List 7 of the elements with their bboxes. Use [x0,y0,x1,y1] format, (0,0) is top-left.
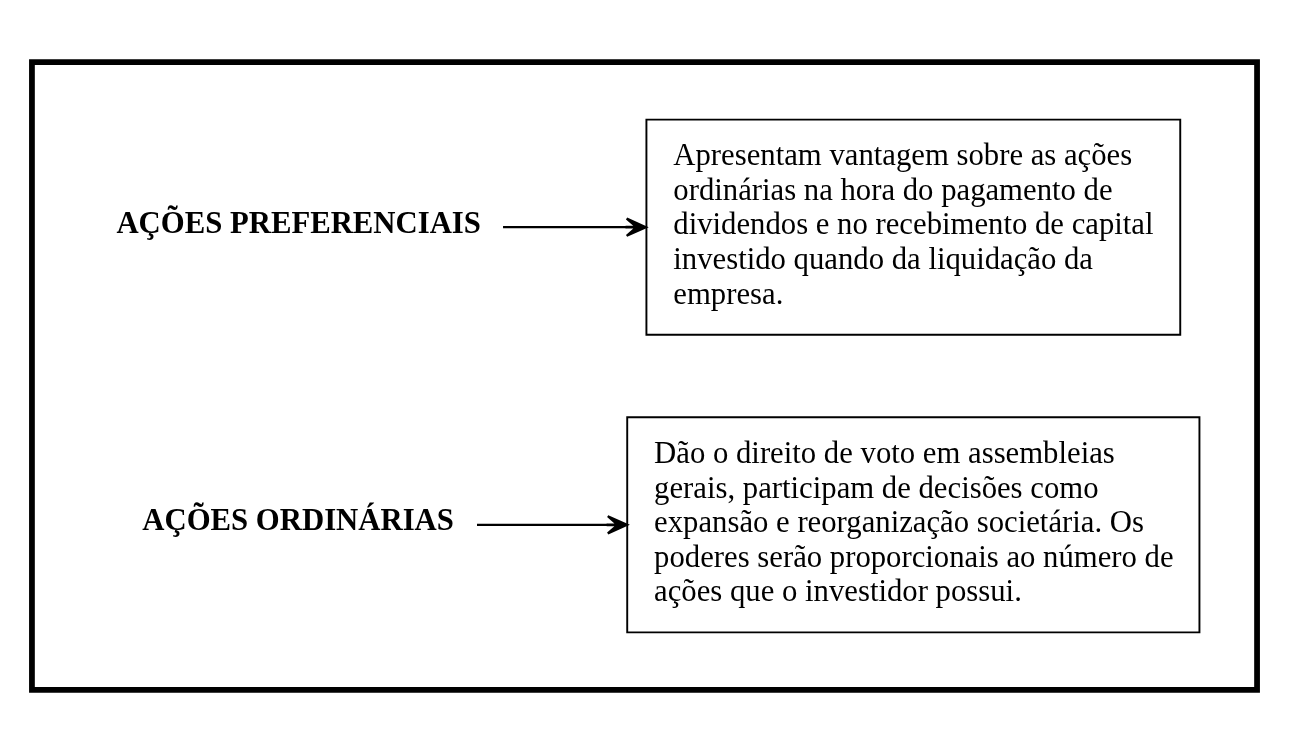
node-box: Apresentam vantagem sobre as ações ordinárias na hora do pagamento de dividendos e no recebimento de capital investido quando da liquidação da empresa. [645,118,1182,336]
cluster [29,58,1260,693]
arrow [503,216,648,237]
node-text: AÇÕES PREFERENCIAIS [116,205,481,240]
node-box: Dão o direito de voto em assembleias gerais, participam de decisões como expansão e reorganização societária. Os poderes serão proporcionais ao número de ações que o investidor possui. [626,415,1201,633]
arrow [477,514,629,535]
node-text: AÇÕES ORDINÁRIAS [142,502,454,537]
